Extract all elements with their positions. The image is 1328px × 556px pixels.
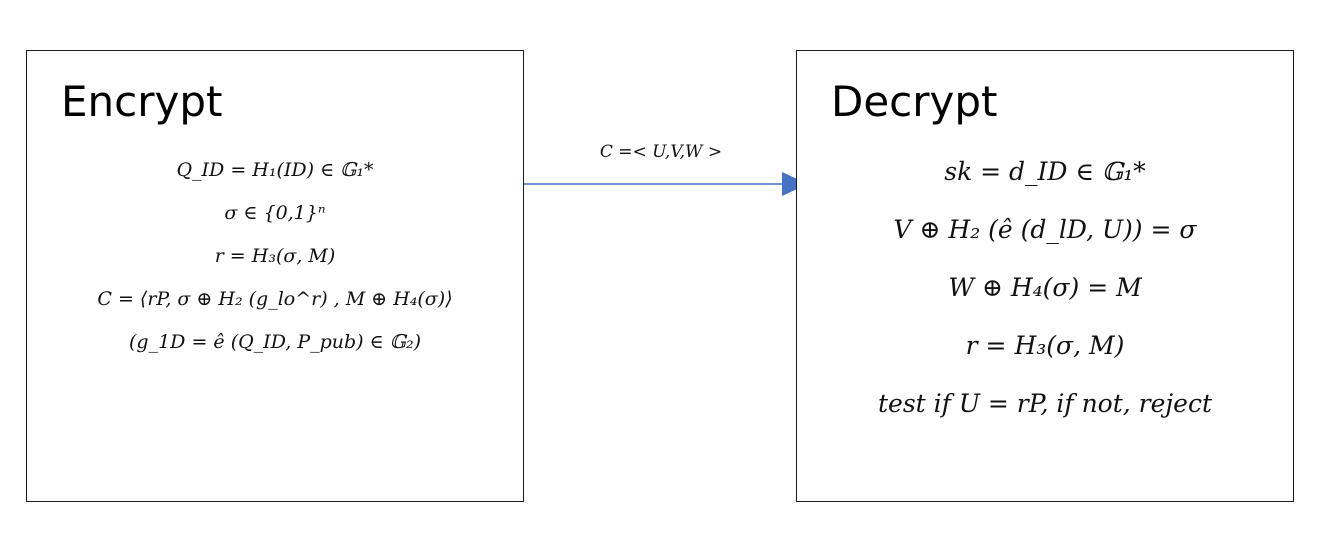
encrypt-formula-r: r = H₃(σ, M) bbox=[214, 245, 336, 267]
encrypt-formula-list: Q_ID = H₁(ID) ∈ 𝔾₁* σ ∈ {0,1}ⁿ r = H₃(σ,… bbox=[27, 149, 523, 364]
decrypt-formula-test: test if U = rP, if not, reject bbox=[878, 389, 1212, 418]
encrypt-box: Encrypt Q_ID = H₁(ID) ∈ 𝔾₁* σ ∈ {0,1}ⁿ r… bbox=[26, 50, 524, 502]
decrypt-formula-sk: sk = d_ID ∈ 𝔾₁* bbox=[944, 157, 1146, 186]
encrypt-formula-ciphertext: C = ⟨rP, σ ⊕ H₂ (g_lo^r) , M ⊕ H₄(σ)⟩ bbox=[97, 288, 453, 310]
decrypt-formula-r: r = H₃(σ, M) bbox=[965, 331, 1125, 360]
encrypt-formula-pairing: (g_1D = ê (Q_ID, P_pub) ∈ 𝔾₂) bbox=[129, 331, 421, 353]
encrypt-formula-qid: Q_ID = H₁(ID) ∈ 𝔾₁* bbox=[176, 159, 374, 181]
arrowhead-icon bbox=[782, 172, 808, 196]
encrypt-formula-sigma: σ ∈ {0,1}ⁿ bbox=[224, 202, 326, 224]
decrypt-formula-list: sk = d_ID ∈ 𝔾₁* V ⊕ H₂ (ê (d_lD, U)) = σ… bbox=[797, 143, 1293, 433]
arrow-label: C =< U,V,W > bbox=[599, 142, 723, 162]
decrypt-title: Decrypt bbox=[831, 77, 998, 126]
decrypt-formula-v: V ⊕ H₂ (ê (d_lD, U)) = σ bbox=[893, 215, 1197, 244]
decrypt-box: Decrypt sk = d_ID ∈ 𝔾₁* V ⊕ H₂ (ê (d_lD,… bbox=[796, 50, 1294, 502]
decrypt-formula-w: W ⊕ H₄(σ) = M bbox=[948, 273, 1142, 302]
encrypt-title: Encrypt bbox=[61, 77, 223, 126]
